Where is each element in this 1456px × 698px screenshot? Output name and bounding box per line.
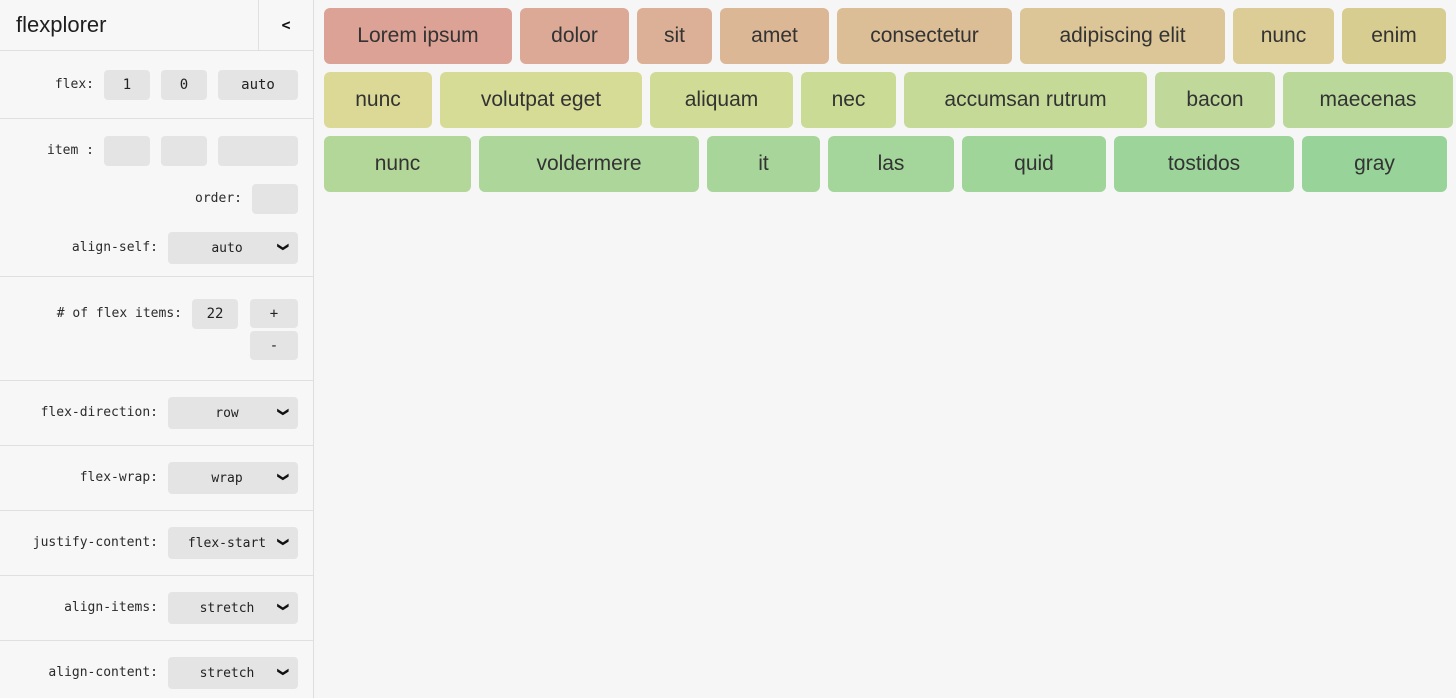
align-content-label: align-content: (48, 665, 158, 680)
item-grow-input[interactable] (104, 136, 150, 166)
flex-item[interactable]: quid (962, 136, 1106, 192)
flex-wrap-label: flex-wrap: (79, 470, 158, 485)
section-flex-direction: flex-direction: row ❯ (0, 381, 313, 446)
sidebar-header: flexplorer < (0, 0, 313, 51)
count-row: # of flex items: + - (0, 299, 313, 360)
justify-content-select[interactable]: flex-start (168, 527, 298, 559)
section-flex: flex: (0, 51, 313, 119)
flex-item[interactable]: nunc (324, 72, 432, 128)
flex-direction-select[interactable]: row (168, 397, 298, 429)
flex-item[interactable]: gray (1302, 136, 1447, 192)
flex-wrap-select[interactable]: wrap (168, 462, 298, 494)
order-input[interactable] (252, 184, 298, 214)
flex-item[interactable]: consectetur (837, 8, 1012, 64)
align-items-row: align-items: stretch ❯ (0, 592, 313, 624)
chevron-left-icon: < (281, 16, 291, 34)
flex-item[interactable]: tostidos (1114, 136, 1294, 192)
justify-content-label: justify-content: (32, 535, 158, 550)
flex-shrink-input[interactable] (161, 70, 207, 100)
flex-item[interactable]: maecenas (1283, 72, 1453, 128)
order-row: order: (0, 184, 313, 214)
flex-grow-input[interactable] (104, 70, 150, 100)
increment-button[interactable]: + (250, 299, 298, 328)
align-items-label: align-items: (64, 600, 158, 615)
align-items-select[interactable]: stretch (168, 592, 298, 624)
decrement-button[interactable]: - (250, 331, 298, 360)
justify-content-row: justify-content: flex-start ❯ (0, 527, 313, 559)
flex-item[interactable]: sit (637, 8, 712, 64)
item-shrink-input[interactable] (161, 136, 207, 166)
flex-item[interactable]: aliquam (650, 72, 793, 128)
section-align-content: align-content: stretch ❯ (0, 641, 313, 698)
count-stepper: + - (250, 299, 298, 360)
item-label: item : (47, 143, 94, 158)
flex-item[interactable]: voldermere (479, 136, 699, 192)
flex-item[interactable]: volutpat eget (440, 72, 642, 128)
flex-row: flex: (0, 70, 313, 100)
section-flex-wrap: flex-wrap: wrap ❯ (0, 446, 313, 511)
flex-item[interactable]: amet (720, 8, 829, 64)
sidebar-collapse-button[interactable]: < (258, 0, 313, 50)
item-flex-row: item : (0, 136, 313, 166)
flex-item[interactable]: it (707, 136, 820, 192)
flex-item[interactable]: enim (1342, 8, 1446, 64)
align-content-select[interactable]: stretch (168, 657, 298, 689)
flex-item[interactable]: bacon (1155, 72, 1275, 128)
flex-item[interactable]: dolor (520, 8, 629, 64)
align-self-label: align-self: (71, 240, 158, 255)
section-align-items: align-items: stretch ❯ (0, 576, 313, 641)
section-item: item : order: align-self: auto ❯ (0, 119, 313, 277)
flex-direction-row: flex-direction: row ❯ (0, 397, 313, 429)
align-self-row: align-self: auto ❯ (0, 232, 313, 264)
flex-item[interactable]: nunc (1233, 8, 1334, 64)
flex-item[interactable]: accumsan rutrum (904, 72, 1147, 128)
order-label: order: (195, 191, 242, 206)
align-content-row: align-content: stretch ❯ (0, 657, 313, 689)
app-title: flexplorer (16, 12, 107, 37)
count-label: # of flex items: (56, 306, 182, 321)
flex-wrap-row: flex-wrap: wrap ❯ (0, 462, 313, 494)
section-count: # of flex items: + - (0, 277, 313, 381)
align-self-select[interactable]: auto (168, 232, 298, 264)
flex-item[interactable]: las (828, 136, 954, 192)
flex-item[interactable]: Lorem ipsum (324, 8, 512, 64)
flex-label: flex: (54, 77, 94, 92)
flex-items-count-input[interactable] (192, 299, 238, 329)
flex-basis-input[interactable] (218, 70, 298, 100)
flex-direction-label: flex-direction: (40, 405, 158, 420)
flex-item[interactable]: nec (801, 72, 896, 128)
flex-item[interactable]: nunc (324, 136, 471, 192)
section-justify-content: justify-content: flex-start ❯ (0, 511, 313, 576)
flex-item[interactable]: adipiscing elit (1020, 8, 1225, 64)
sidebar: flexplorer < flex: item : order: align-s… (0, 0, 314, 698)
item-basis-input[interactable] (218, 136, 298, 166)
